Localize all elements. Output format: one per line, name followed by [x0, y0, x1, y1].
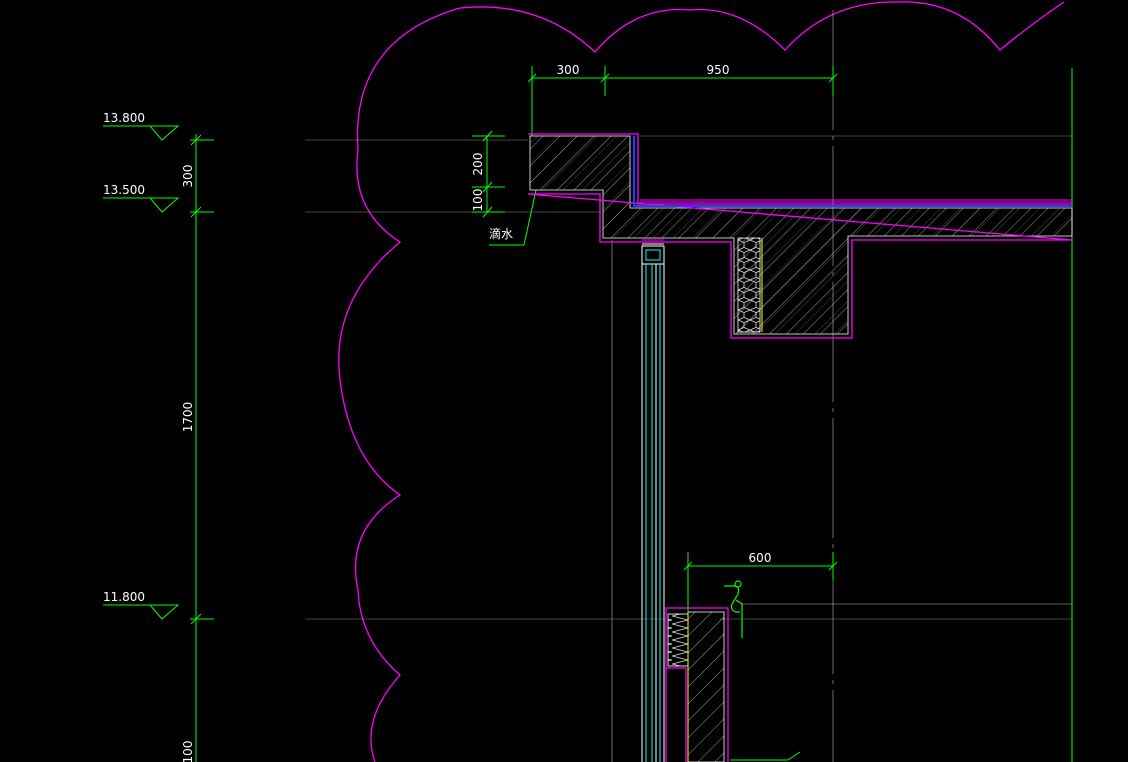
dim-level-300: 300 — [181, 165, 195, 188]
slab-edge-dimensions — [472, 130, 505, 218]
lower-wall-outline — [665, 607, 729, 762]
revision-cloud — [338, 1, 1065, 762]
elevation-marker-lower — [103, 604, 180, 620]
window-frame — [641, 239, 665, 762]
drip-leader — [489, 189, 537, 246]
reference-lines — [611, 10, 834, 762]
left-dimension-chain — [190, 134, 214, 762]
bottom-fragment — [730, 751, 801, 761]
waterproof-outline — [527, 133, 1073, 339]
lower-wall-section — [687, 611, 725, 762]
dim-slab-200: 200 — [471, 153, 485, 176]
dim-slab-100: 100 — [471, 189, 485, 212]
top-dimension-chain — [527, 66, 838, 136]
dim-opening-600: 600 — [749, 551, 772, 565]
opening-dimension — [683, 552, 838, 612]
elevation-label-top: 13.800 — [103, 111, 145, 125]
beam-insulation — [737, 237, 761, 333]
slab-section-overlay — [530, 136, 1072, 334]
elevation-label-lower: 11.800 — [103, 590, 145, 604]
elevation-marker-top — [103, 125, 180, 141]
dim-top-300: 300 — [557, 63, 580, 77]
dim-bottom-100: 100 — [181, 741, 195, 762]
elevation-label-middle: 13.500 — [103, 183, 145, 197]
lower-wall-insulation — [667, 613, 689, 667]
dim-top-950: 950 — [707, 63, 730, 77]
level-lines — [305, 135, 1072, 620]
railing-bracket — [724, 580, 743, 638]
drip-label: 滴水 — [489, 226, 513, 241]
dim-level-1700: 1700 — [181, 402, 195, 433]
elevation-marker-middle — [103, 197, 180, 213]
